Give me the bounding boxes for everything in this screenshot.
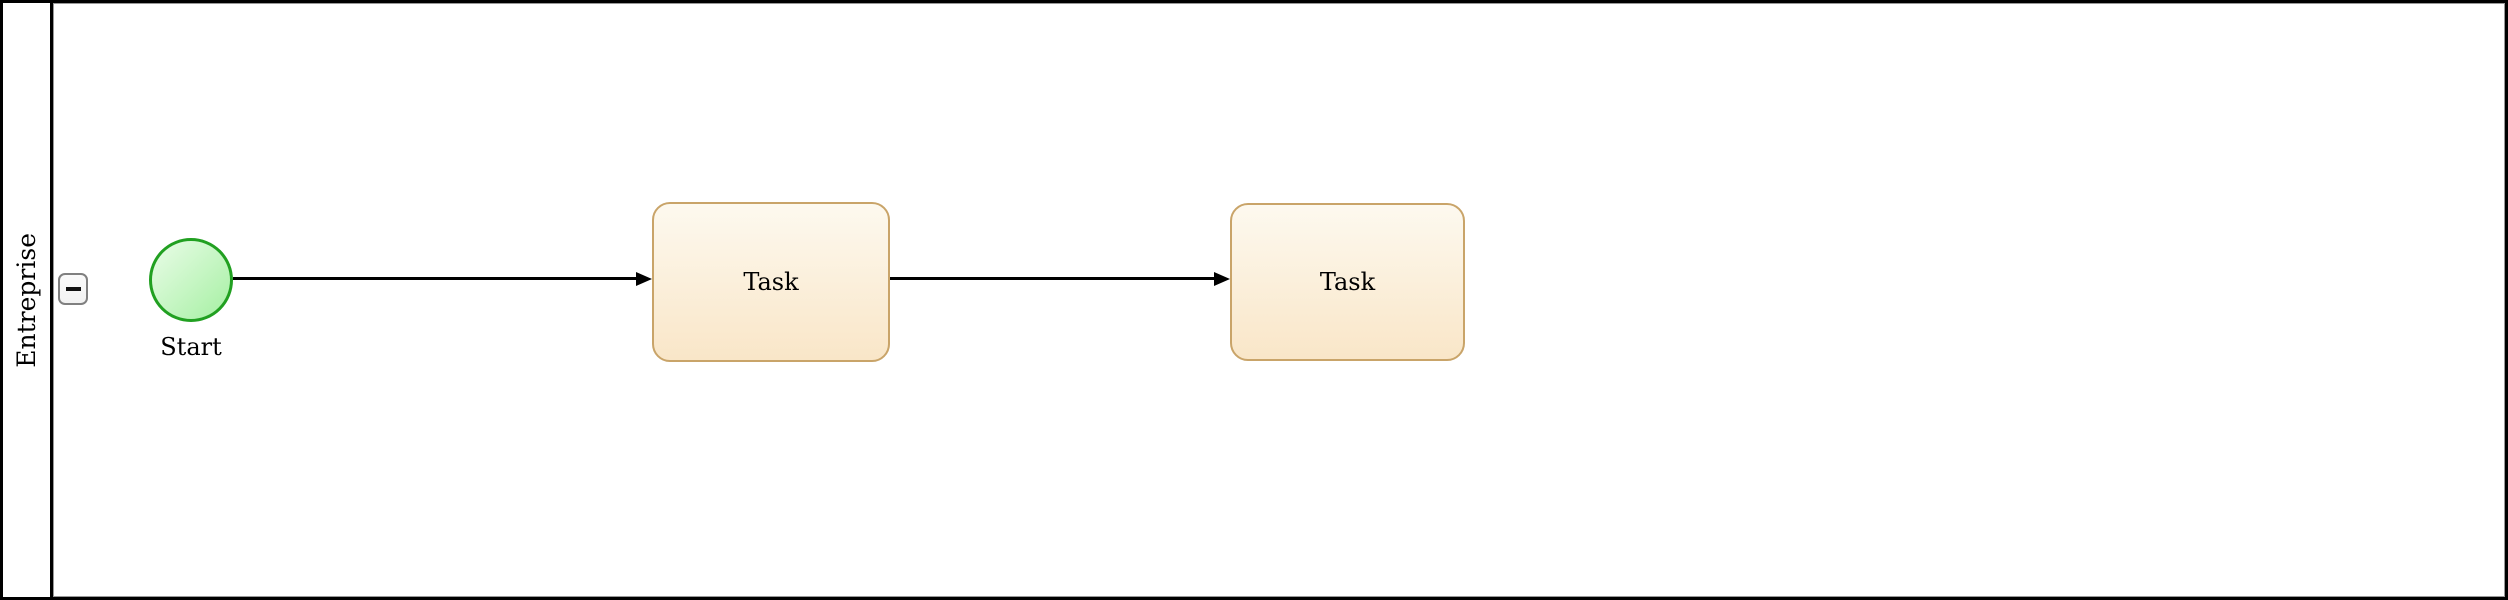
start-event[interactable] <box>149 238 233 322</box>
arrowhead-icon <box>636 271 652 286</box>
task-1-label: Task <box>743 268 799 296</box>
connector-start-to-task1[interactable] <box>233 271 652 286</box>
task-1[interactable]: Task <box>652 202 890 362</box>
task-2-label: Task <box>1319 268 1376 296</box>
connector-task1-to-task2[interactable] <box>890 271 1230 286</box>
lane-collapse-button[interactable] <box>58 273 88 305</box>
minus-icon <box>65 287 81 291</box>
pool-label: Entreprise <box>12 232 41 368</box>
task-2[interactable]: Task <box>1230 203 1465 361</box>
arrowhead-icon <box>1214 271 1230 286</box>
pool-header-entreprise[interactable]: Entreprise <box>3 3 53 597</box>
start-event-label: Start <box>160 333 222 361</box>
